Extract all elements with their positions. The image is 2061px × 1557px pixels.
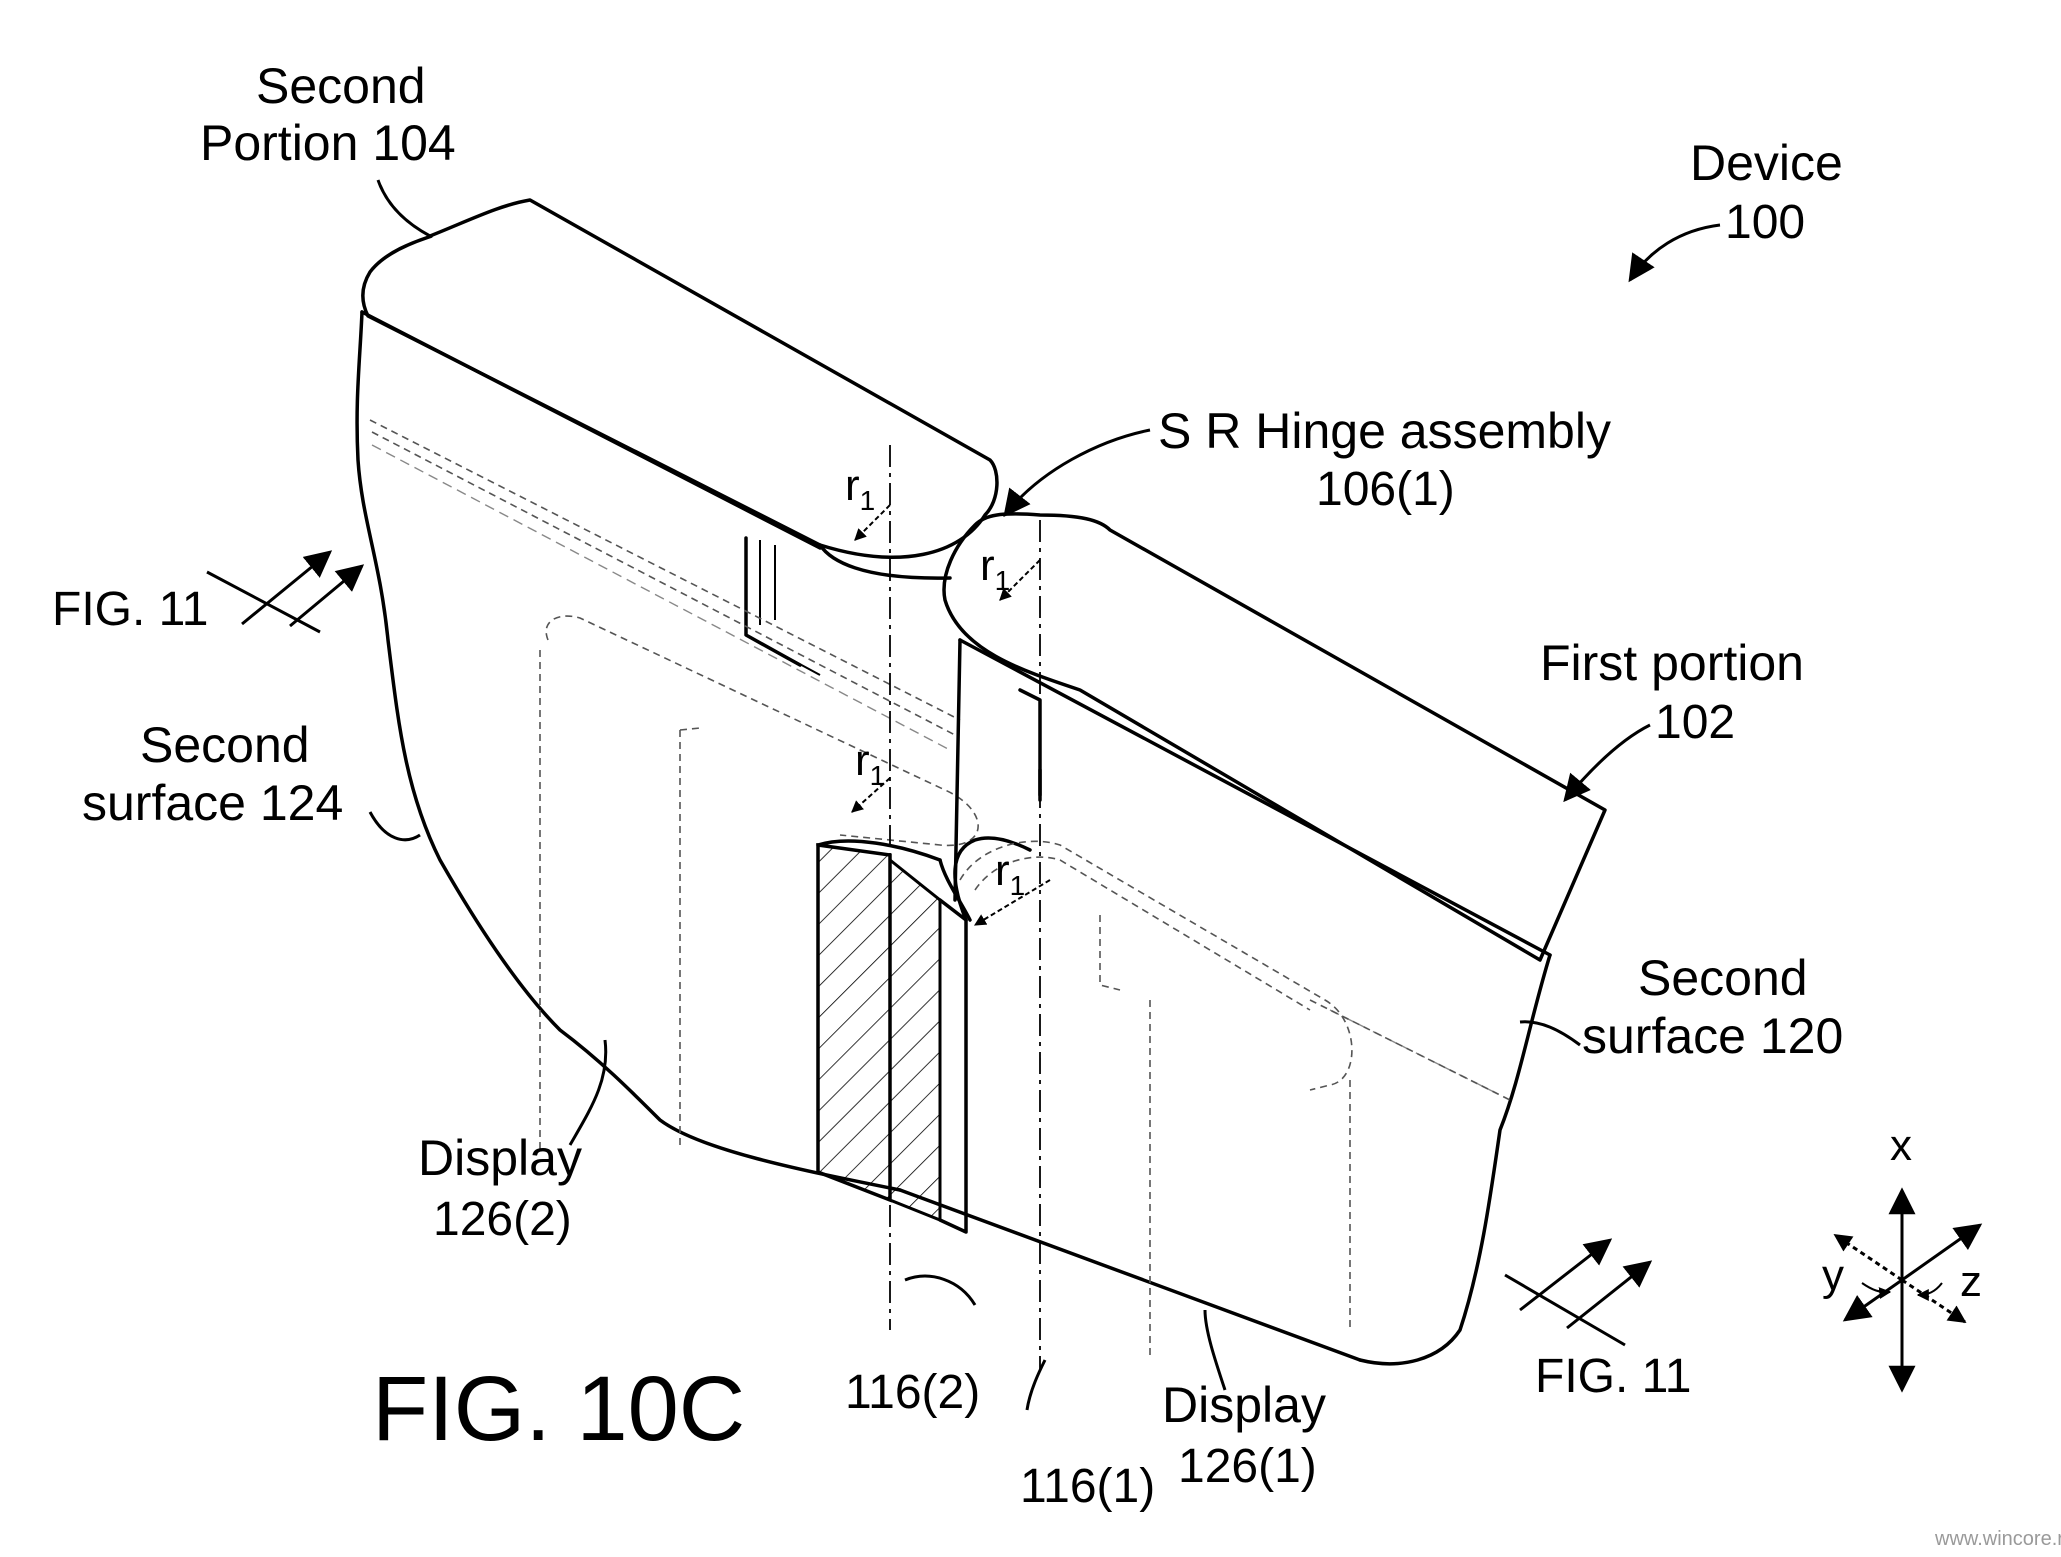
label-display-1: Display 126(1) (1162, 1377, 1330, 1493)
coordinate-triad (1833, 1187, 1983, 1393)
section-indicator-right (1504, 1238, 1653, 1347)
label-radius-1: r1 (845, 461, 875, 516)
section-indicator-left (206, 550, 365, 634)
label-radius-4: r1 (995, 846, 1025, 901)
label-second-surface-120: Second surface 120 (1582, 950, 1843, 1064)
label-radius-2: r1 (980, 541, 1010, 596)
hinge-axis-lines (889, 445, 1041, 1370)
label-axis-116-1: 116(1) (1020, 1460, 1155, 1513)
radius-arrows (851, 504, 1051, 926)
label-first-portion: First portion 102 (1540, 635, 1808, 749)
label-axis-116-2: 116(2) (845, 1366, 980, 1419)
label-second-portion: Second Portion 104 (200, 58, 456, 171)
credit-watermark: www.wincore.ru (1934, 1528, 2061, 1550)
label-fig11-right: FIG. 11 (1535, 1350, 1692, 1403)
label-second-surface-124: Second surface 124 (82, 717, 343, 831)
second-portion-internal-dashes (369, 419, 979, 1150)
first-portion-internal-dashes (959, 840, 1511, 1360)
axis-label-y: y (1822, 1251, 1844, 1300)
label-device: Device 100 (1690, 135, 1847, 249)
axis-label-x: x (1890, 1121, 1912, 1170)
second-portion-body (355, 198, 1362, 1362)
label-radius-3: r1 (855, 736, 885, 791)
leader-lines (368, 179, 1721, 1411)
label-hinge-assembly: S R Hinge assembly 106(1) (1158, 403, 1615, 516)
label-display-2: Display 126(2) (418, 1130, 586, 1246)
label-fig11-left: FIG. 11 (52, 583, 209, 636)
figure-title: FIG. 10C (372, 1358, 745, 1460)
axis-label-z: z (1960, 1257, 1982, 1306)
